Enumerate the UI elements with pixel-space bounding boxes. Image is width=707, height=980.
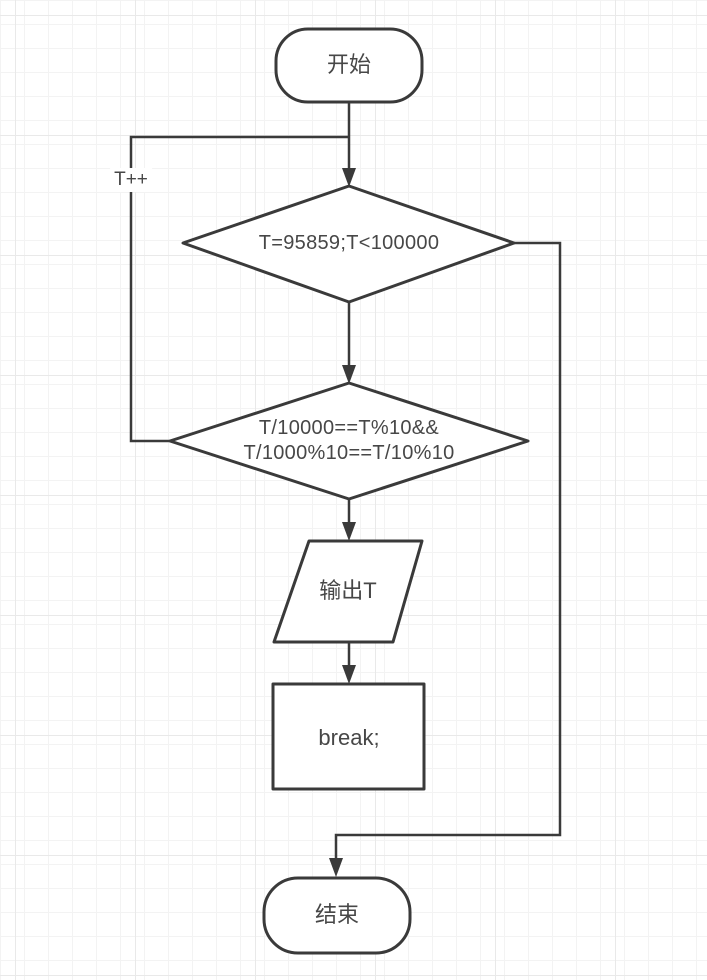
end-node-shape[interactable]	[262, 876, 412, 955]
arrowhead-into-break	[342, 665, 356, 684]
loop-condition-node-label: T=95859;T<100000	[258, 232, 440, 254]
end-node-label: 结束	[314, 901, 360, 927]
edges	[129, 102, 562, 873]
output-node-label: 输出T	[319, 577, 377, 603]
increment-edge-label: T++	[110, 168, 152, 192]
arrowheads	[329, 168, 356, 877]
palindrome-condition-line2: T/1000%10==T/10%10	[243, 442, 455, 464]
palindrome-condition-node-label: T/10000==T%10&& T/1000%10==T/10%10	[243, 416, 454, 466]
start-node-shape[interactable]	[274, 27, 424, 104]
palindrome-condition-line1: T/10000==T%10&&	[258, 417, 440, 439]
start-node-label: 开始	[326, 51, 372, 77]
arrowhead-into-loop-condition	[342, 168, 356, 187]
loop-condition-node-shape[interactable]	[181, 184, 516, 304]
arrowhead-into-output	[342, 522, 356, 541]
arrowhead-into-end	[329, 858, 343, 877]
nodes	[168, 27, 530, 955]
palindrome-condition-node-shape[interactable]	[168, 381, 530, 501]
break-node-shape[interactable]	[271, 682, 426, 791]
arrowhead-into-palindrome-condition	[342, 365, 356, 384]
break-node-label: break;	[318, 724, 380, 750]
edge-loop-condition-to-end[interactable]	[334, 241, 562, 873]
edge-loop-increment[interactable]	[129, 135, 349, 443]
output-node-shape[interactable]	[272, 539, 424, 644]
